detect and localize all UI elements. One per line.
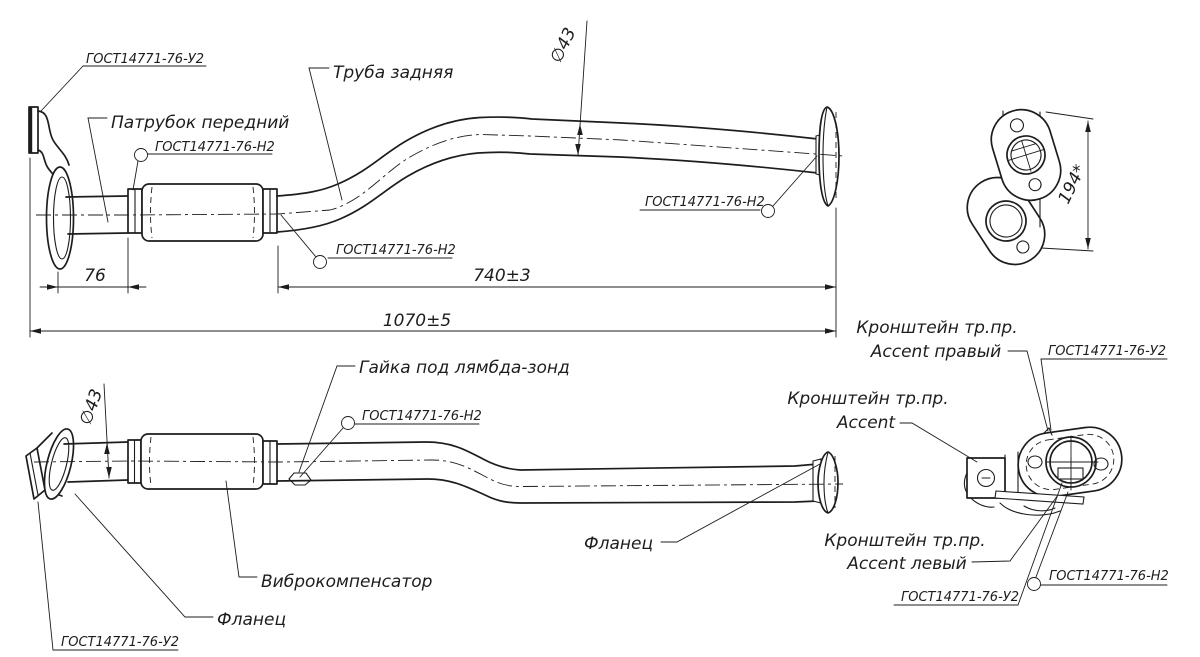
dim-text-76: 76: [84, 266, 106, 286]
bottom-view: ∅43 Гайка под лямбда-зонд ГОСТ14771-76-Н…: [25, 358, 844, 651]
front-pipe-text: Патрубок передний: [111, 113, 289, 133]
gost-n2-bottom-right-text: ГОСТ14771-76-Н2: [1049, 569, 1169, 584]
callout-gost-u2-bottom-left: ГОСТ14771-76-У2: [37, 501, 179, 651]
dim-text-740: 740±3: [473, 266, 531, 286]
centerline-top: [36, 134, 844, 216]
callout-gost-u2-bottom-right: ГОСТ14771-76-У2: [893, 482, 1063, 606]
gost-n2-rear-flange-text: ГОСТ14771-76-Н2: [645, 195, 765, 210]
bracket-right-line1: Кронштейн тр.пр.: [856, 318, 1017, 338]
rear-pipe-bottom: [276, 441, 819, 504]
front-flange-bottom: [25, 428, 75, 500]
dim-diameter-bottom: ∅43: [76, 383, 112, 479]
top-view: 76 740±3 1070±5 ∅43 ГОСТ14771-76-У2: [28, 20, 844, 338]
label-bracket-right: Кронштейн тр.пр. Accent правый: [856, 318, 1049, 432]
callout-gost-n2-nut: ГОСТ14771-76-Н2: [299, 409, 482, 478]
gost-n2-front-text: ГОСТ14771-76-Н2: [155, 140, 275, 155]
rear-flange-bottom: [812, 451, 839, 514]
callout-gost-n2-vibro: ГОСТ14771-76-Н2: [280, 214, 456, 269]
flange-detail-view: 194*: [966, 108, 1094, 266]
label-flange-left: Фланец: [74, 493, 286, 630]
dim-text-diam-top: ∅43: [547, 25, 581, 67]
label-rear-pipe: Труба задняя: [308, 63, 453, 201]
centerline-bottom: [33, 459, 844, 487]
rear-pipe-text: Труба задняя: [333, 63, 453, 83]
dim-diameter-top: ∅43: [547, 20, 588, 157]
front-stub-pipe-bottom: [63, 441, 129, 483]
dim-front-stub-length: 76: [39, 237, 147, 294]
gost-u2-right-top-text: ГОСТ14771-76-У2: [1048, 344, 1166, 359]
gost-n2-nut-text: ГОСТ14771-76-Н2: [362, 409, 482, 424]
front-flange: [45, 166, 75, 270]
label-vibro: Виброкомпенсатор: [225, 480, 433, 592]
bracket-left-line2: Accent левый: [846, 554, 966, 574]
gost-u2-bottom-right-text: ГОСТ14771-76-У2: [901, 590, 1019, 605]
callout-gost-u2-top-left: ГОСТ14771-76-У2: [40, 52, 207, 112]
dim-text-1070: 1070±5: [383, 311, 451, 331]
bracket-left-line1: Кронштейн тр.пр.: [824, 531, 985, 551]
rear-flange-top: [815, 106, 840, 207]
vibro-compensator-top: [141, 183, 278, 242]
vibro-text: Виброкомпенсатор: [261, 572, 433, 592]
label-flange-right: Фланец: [584, 463, 821, 554]
bracket-detail-view: Кронштейн тр.пр. Accent правый ГОСТ14771…: [787, 318, 1169, 606]
bracket-right-line2: Accent правый: [870, 342, 1001, 362]
lambda-nut: [288, 472, 312, 486]
label-bracket-center: Кронштейн тр.пр. Accent: [787, 389, 978, 463]
gost-n2-vibro-text: ГОСТ14771-76-Н2: [336, 243, 456, 258]
flange-right-text: Фланец: [584, 534, 653, 554]
gost-u2-top-left-text: ГОСТ14771-76-У2: [86, 52, 204, 67]
gost-u2-bottom-left-text: ГОСТ14771-76-У2: [61, 635, 179, 650]
callout-gost-u2-right-top: ГОСТ14771-76-У2: [1040, 344, 1168, 431]
dim-rear-pipe-length: 740±3: [277, 207, 837, 338]
front-stub-pipe: [65, 195, 129, 235]
front-clamp: [127, 188, 143, 234]
dim-text-diam-bottom: ∅43: [76, 387, 107, 428]
bracket-center-line1: Кронштейн тр.пр.: [787, 389, 948, 409]
dim-overall-length: 1070±5: [29, 157, 837, 338]
rear-pipe: [276, 116, 819, 233]
flange-left-text: Фланец: [217, 610, 286, 630]
callout-gost-n2-front: ГОСТ14771-76-Н2: [132, 140, 275, 191]
label-bracket-left: Кронштейн тр.пр. Accent левый: [824, 494, 1059, 574]
callout-gost-n2-rear-flange: ГОСТ14771-76-Н2: [639, 155, 818, 218]
label-lambda-nut: Гайка под лямбда-зонд: [298, 358, 570, 473]
callout-gost-n2-bottom-right: ГОСТ14771-76-Н2: [1027, 491, 1169, 591]
bracket-center-line2: Accent: [836, 413, 897, 433]
label-front-pipe: Патрубок передний: [87, 113, 289, 223]
bracket-flange-bore: [1045, 435, 1099, 491]
lambda-nut-text: Гайка под лямбда-зонд: [359, 358, 570, 378]
